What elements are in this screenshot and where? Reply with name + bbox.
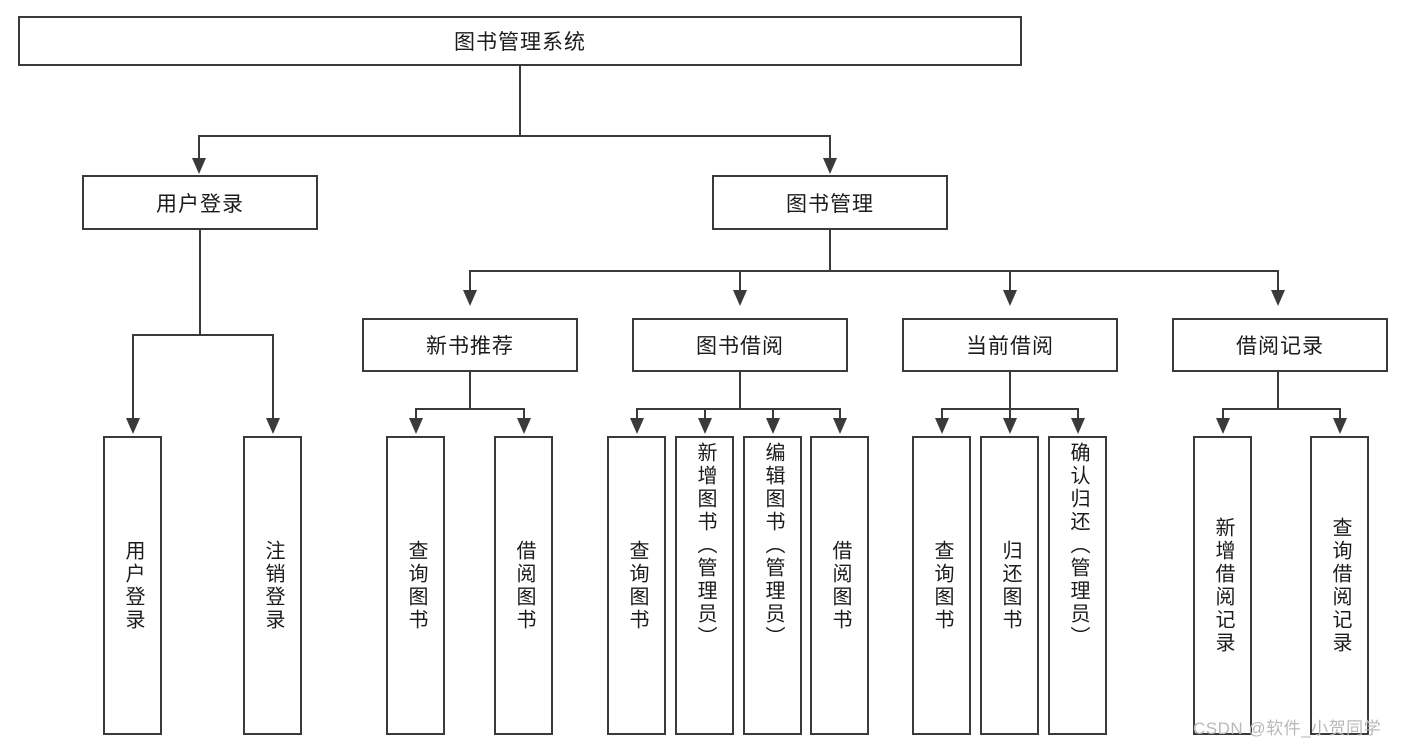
edge-book-management-split-bar — [469, 270, 1277, 272]
leaf-book-borrow-edit-book-admin[interactable]: 编辑图书（管理员） — [743, 436, 802, 735]
leaf-book-borrow-borrow-book[interactable]: 借阅图书 — [810, 436, 869, 735]
edge-borrow-record-stem — [1277, 372, 1279, 410]
edge-bb-to-leaf-3 — [772, 408, 774, 420]
leaf-current-borrow-return-book[interactable]: 归还图书 — [980, 436, 1039, 735]
edge-current-borrow-stem — [1009, 372, 1011, 410]
arrow-user-login-to-leaf-1 — [126, 418, 140, 434]
arrow-root-to-book-management — [823, 158, 837, 174]
arrow-cb-to-leaf-2 — [1003, 418, 1017, 434]
edge-br-to-leaf-1 — [1222, 408, 1224, 420]
arrow-bb-to-leaf-2 — [698, 418, 712, 434]
edge-user-login-to-leaf-1 — [132, 334, 134, 420]
node-borrow-record[interactable]: 借阅记录 — [1172, 318, 1388, 372]
arrow-br-to-leaf-1 — [1216, 418, 1230, 434]
leaf-label: 查询图书 — [626, 539, 648, 632]
leaf-new-book-borrow-book[interactable]: 借阅图书 — [494, 436, 553, 735]
leaf-book-borrow-add-book-admin[interactable]: 新增图书（管理员） — [675, 436, 734, 735]
edge-bm-to-current-borrow — [1009, 270, 1011, 292]
leaf-label: 用户登录 — [122, 539, 144, 632]
edge-book-borrow-stem — [739, 372, 741, 410]
node-label: 新书推荐 — [426, 335, 514, 358]
arrow-nb-to-leaf-2 — [517, 418, 531, 434]
edge-cb-to-leaf-1 — [941, 408, 943, 420]
node-user-login[interactable]: 用户登录 — [82, 175, 318, 230]
arrow-cb-to-leaf-3 — [1071, 418, 1085, 434]
arrow-bm-to-borrow-record — [1271, 290, 1285, 306]
arrow-user-login-to-leaf-2 — [266, 418, 280, 434]
edge-bm-to-borrow-record — [1277, 270, 1279, 292]
edge-user-login-to-leaf-2 — [272, 334, 274, 420]
edge-nb-to-leaf-1 — [415, 408, 417, 420]
leaf-borrow-record-add-record[interactable]: 新增借阅记录 — [1193, 436, 1252, 735]
edge-user-login-stem — [199, 230, 201, 336]
arrow-bm-to-new-book — [463, 290, 477, 306]
leaf-current-borrow-confirm-return-admin[interactable]: 确认归还（管理员） — [1048, 436, 1107, 735]
node-book-borrow[interactable]: 图书借阅 — [632, 318, 848, 372]
edge-new-book-stem — [469, 372, 471, 410]
leaf-label: 借阅图书 — [513, 539, 535, 632]
edge-root-stem — [519, 66, 521, 136]
leaf-label: 借阅图书 — [829, 539, 851, 632]
node-label: 图书管理系统 — [454, 31, 586, 54]
node-root-book-management-system[interactable]: 图书管理系统 — [18, 16, 1022, 66]
leaf-label: 新增图书（管理员） — [694, 442, 716, 649]
edge-root-split-bar — [198, 135, 831, 137]
node-label: 用户登录 — [156, 192, 244, 216]
arrow-bb-to-leaf-1 — [630, 418, 644, 434]
watermark-text: CSDN @软件_小贺同学 — [1193, 719, 1382, 738]
arrow-br-to-leaf-2 — [1333, 418, 1347, 434]
arrow-root-to-user-login — [192, 158, 206, 174]
leaf-label: 查询图书 — [931, 539, 953, 632]
leaf-user-login-login[interactable]: 用户登录 — [103, 436, 162, 735]
edge-bm-to-new-book — [469, 270, 471, 292]
node-label: 图书管理 — [786, 192, 874, 216]
node-label: 借阅记录 — [1236, 335, 1324, 358]
arrow-nb-to-leaf-1 — [409, 418, 423, 434]
node-current-borrow[interactable]: 当前借阅 — [902, 318, 1118, 372]
arrow-cb-to-leaf-1 — [935, 418, 949, 434]
edge-bm-to-book-borrow — [739, 270, 741, 292]
node-label: 图书借阅 — [696, 335, 784, 358]
leaf-label: 确认归还（管理员） — [1067, 442, 1089, 649]
leaf-label: 归还图书 — [999, 539, 1021, 632]
leaf-label: 注销登录 — [262, 539, 284, 632]
edge-root-to-user-login — [198, 135, 200, 160]
leaf-book-borrow-query-book[interactable]: 查询图书 — [607, 436, 666, 735]
arrow-bb-to-leaf-3 — [766, 418, 780, 434]
edge-bb-to-leaf-1 — [636, 408, 638, 420]
edge-nb-to-leaf-2 — [523, 408, 525, 420]
edge-book-borrow-split-bar — [636, 408, 841, 410]
leaf-label: 查询图书 — [405, 539, 427, 632]
arrow-bb-to-leaf-4 — [833, 418, 847, 434]
edge-new-book-split-bar — [415, 408, 525, 410]
arrow-bm-to-book-borrow — [733, 290, 747, 306]
edge-cb-to-leaf-2 — [1009, 408, 1011, 420]
arrow-bm-to-current-borrow — [1003, 290, 1017, 306]
leaf-label: 查询借阅记录 — [1329, 516, 1351, 655]
edge-user-login-split-bar — [132, 334, 274, 336]
leaf-label: 新增借阅记录 — [1212, 516, 1234, 655]
edge-root-to-book-management — [829, 135, 831, 160]
edge-bb-to-leaf-2 — [704, 408, 706, 420]
edge-bb-to-leaf-4 — [839, 408, 841, 420]
edge-cb-to-leaf-3 — [1077, 408, 1079, 420]
edge-borrow-record-split-bar — [1222, 408, 1340, 410]
edge-book-management-stem — [829, 230, 831, 272]
edge-br-to-leaf-2 — [1339, 408, 1341, 420]
node-new-book-recommend[interactable]: 新书推荐 — [362, 318, 578, 372]
leaf-user-login-logout[interactable]: 注销登录 — [243, 436, 302, 735]
leaf-new-book-query-book[interactable]: 查询图书 — [386, 436, 445, 735]
node-book-management[interactable]: 图书管理 — [712, 175, 948, 230]
leaf-label: 编辑图书（管理员） — [762, 442, 784, 649]
leaf-borrow-record-query-record[interactable]: 查询借阅记录 — [1310, 436, 1369, 735]
node-label: 当前借阅 — [966, 335, 1054, 358]
leaf-current-borrow-query-book[interactable]: 查询图书 — [912, 436, 971, 735]
